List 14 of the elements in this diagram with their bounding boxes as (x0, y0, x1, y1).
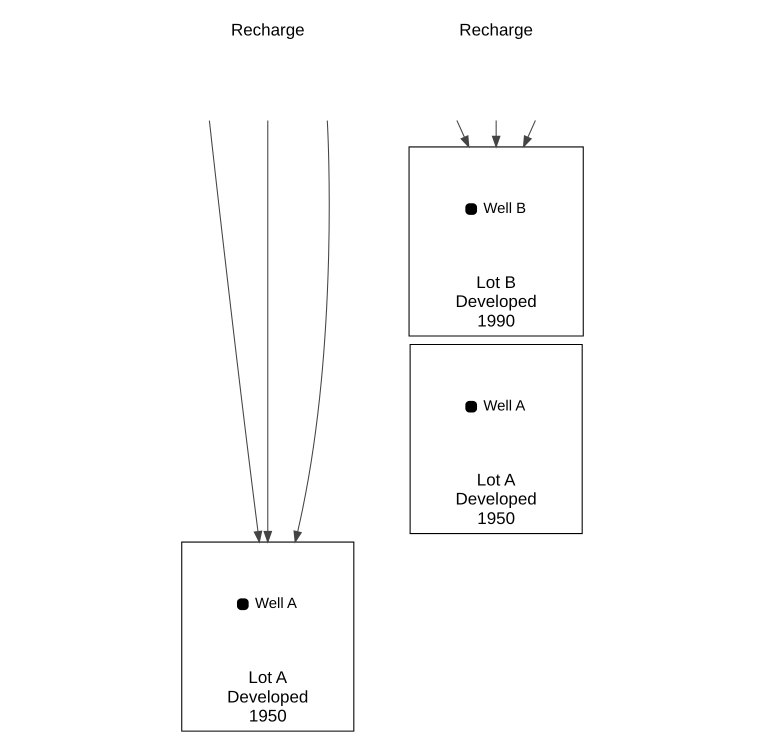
arrow (456, 120, 469, 148)
label: Recharge (230, 20, 304, 40)
arrow (208, 120, 262, 544)
label: Recharge (458, 20, 532, 40)
node-circle (464, 400, 477, 412)
node-label: Well A (482, 398, 525, 415)
node-circle (236, 598, 248, 610)
node-label: Well A (254, 596, 296, 612)
node-label: Well B (482, 201, 526, 218)
arrow (292, 120, 330, 544)
arrow (262, 120, 272, 544)
arrow (491, 120, 500, 149)
arrow (522, 120, 536, 148)
node-circle (464, 203, 477, 215)
